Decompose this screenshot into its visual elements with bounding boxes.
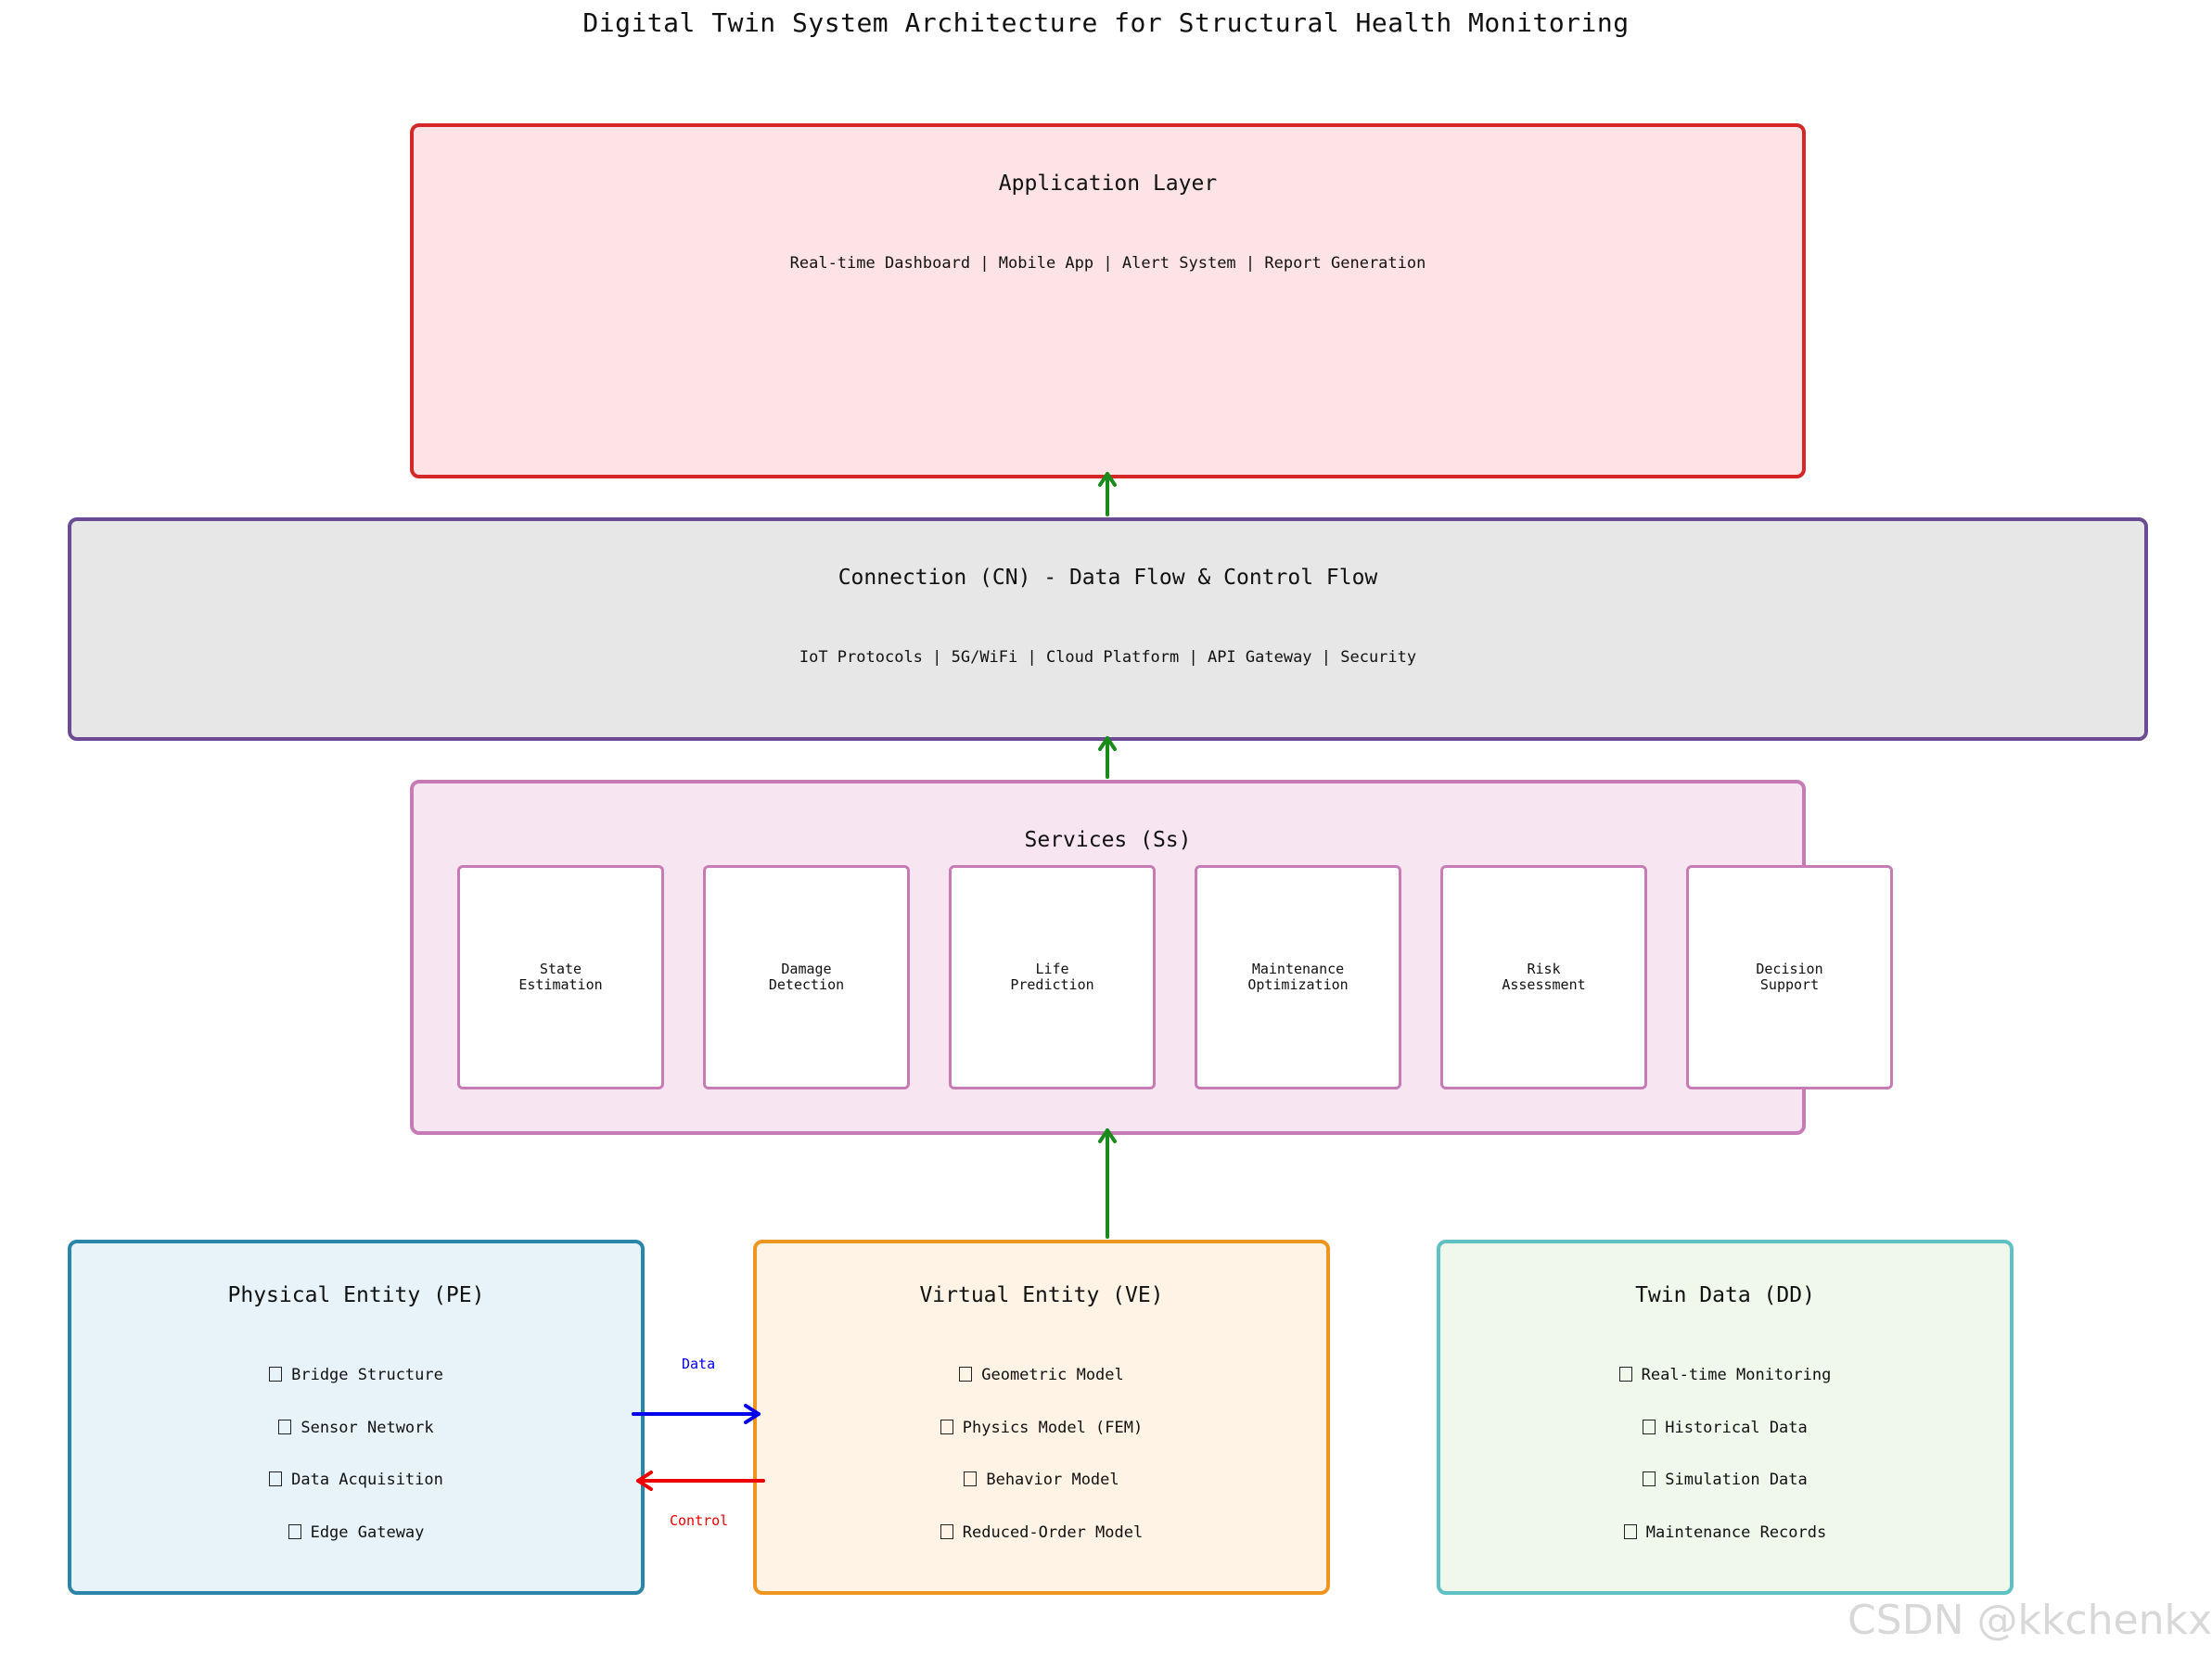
checkbox-icon [269,1471,283,1486]
data-flow-label: Data [682,1356,716,1372]
checkbox-icon [940,1524,953,1539]
checkbox-icon [1618,1367,1632,1382]
checkbox-icon [1623,1524,1637,1539]
control-flow-label: Control [670,1512,729,1529]
diagram-title: Digital Twin System Architecture for Str… [582,7,1630,38]
service-card-decision-support: Decision Support [1686,865,1893,1089]
checkbox-icon [959,1367,973,1382]
application-layer-box: Application Layer Real-time Dashboard | … [410,123,1806,478]
list-item: Real-time Monitoring [1440,1366,2010,1384]
twin-data-title: Twin Data (DD) [1635,1283,1815,1307]
checkbox-icon [278,1420,292,1434]
services-layer-title: Services (Ss) [1024,828,1192,852]
checkbox-icon [940,1420,953,1434]
connection-layer-box: Connection (CN) - Data Flow & Control Fl… [68,517,2148,741]
checkbox-icon [288,1524,301,1539]
checkbox-icon [1643,1420,1656,1434]
list-item: Edge Gateway [71,1523,641,1542]
list-item: Geometric Model [757,1366,1326,1384]
arrow-connection-to-application [1098,472,1117,516]
virtual-entity-title: Virtual Entity (VE) [919,1283,1164,1307]
virtual-entity-box: Virtual Entity (VE) Geometric Model Phys… [753,1240,1330,1595]
list-item: Reduced-Order Model [757,1523,1326,1542]
list-item: Physics Model (FEM) [757,1419,1326,1437]
service-card-damage-detection: Damage Detection [703,865,910,1089]
data-flow-arrow [632,1404,761,1424]
physical-entity-box: Physical Entity (PE) Bridge Structure Se… [68,1240,645,1595]
application-layer-title: Application Layer [998,172,1218,196]
service-card-state-estimation: State Estimation [457,865,664,1089]
watermark: CSDN @kkchenkx [1848,1597,2212,1644]
connection-layer-components: IoT Protocols | 5G/WiFi | Cloud Platform… [799,648,1417,667]
list-item: Maintenance Records [1440,1523,2010,1542]
list-item: Behavior Model [757,1471,1326,1489]
service-card-risk-assessment: Risk Assessment [1440,865,1647,1089]
list-item: Data Acquisition [71,1471,641,1489]
service-card-maintenance-optimization: Maintenance Optimization [1195,865,1401,1089]
physical-entity-title: Physical Entity (PE) [227,1283,485,1307]
checkbox-icon [964,1471,978,1486]
list-item: Simulation Data [1440,1471,2010,1489]
arrow-services-to-connection [1098,736,1117,779]
list-item: Historical Data [1440,1419,2010,1437]
twin-data-box: Twin Data (DD) Real-time Monitoring Hist… [1437,1240,2014,1595]
control-flow-arrow [636,1471,765,1491]
list-item: Bridge Structure [71,1366,641,1384]
application-layer-components: Real-time Dashboard | Mobile App | Alert… [789,254,1426,273]
checkbox-icon [1643,1471,1656,1486]
connection-layer-title: Connection (CN) - Data Flow & Control Fl… [837,566,1378,590]
service-card-life-prediction: Life Prediction [949,865,1156,1089]
arrow-virtual-to-services [1098,1128,1117,1239]
checkbox-icon [269,1367,283,1382]
list-item: Sensor Network [71,1419,641,1437]
